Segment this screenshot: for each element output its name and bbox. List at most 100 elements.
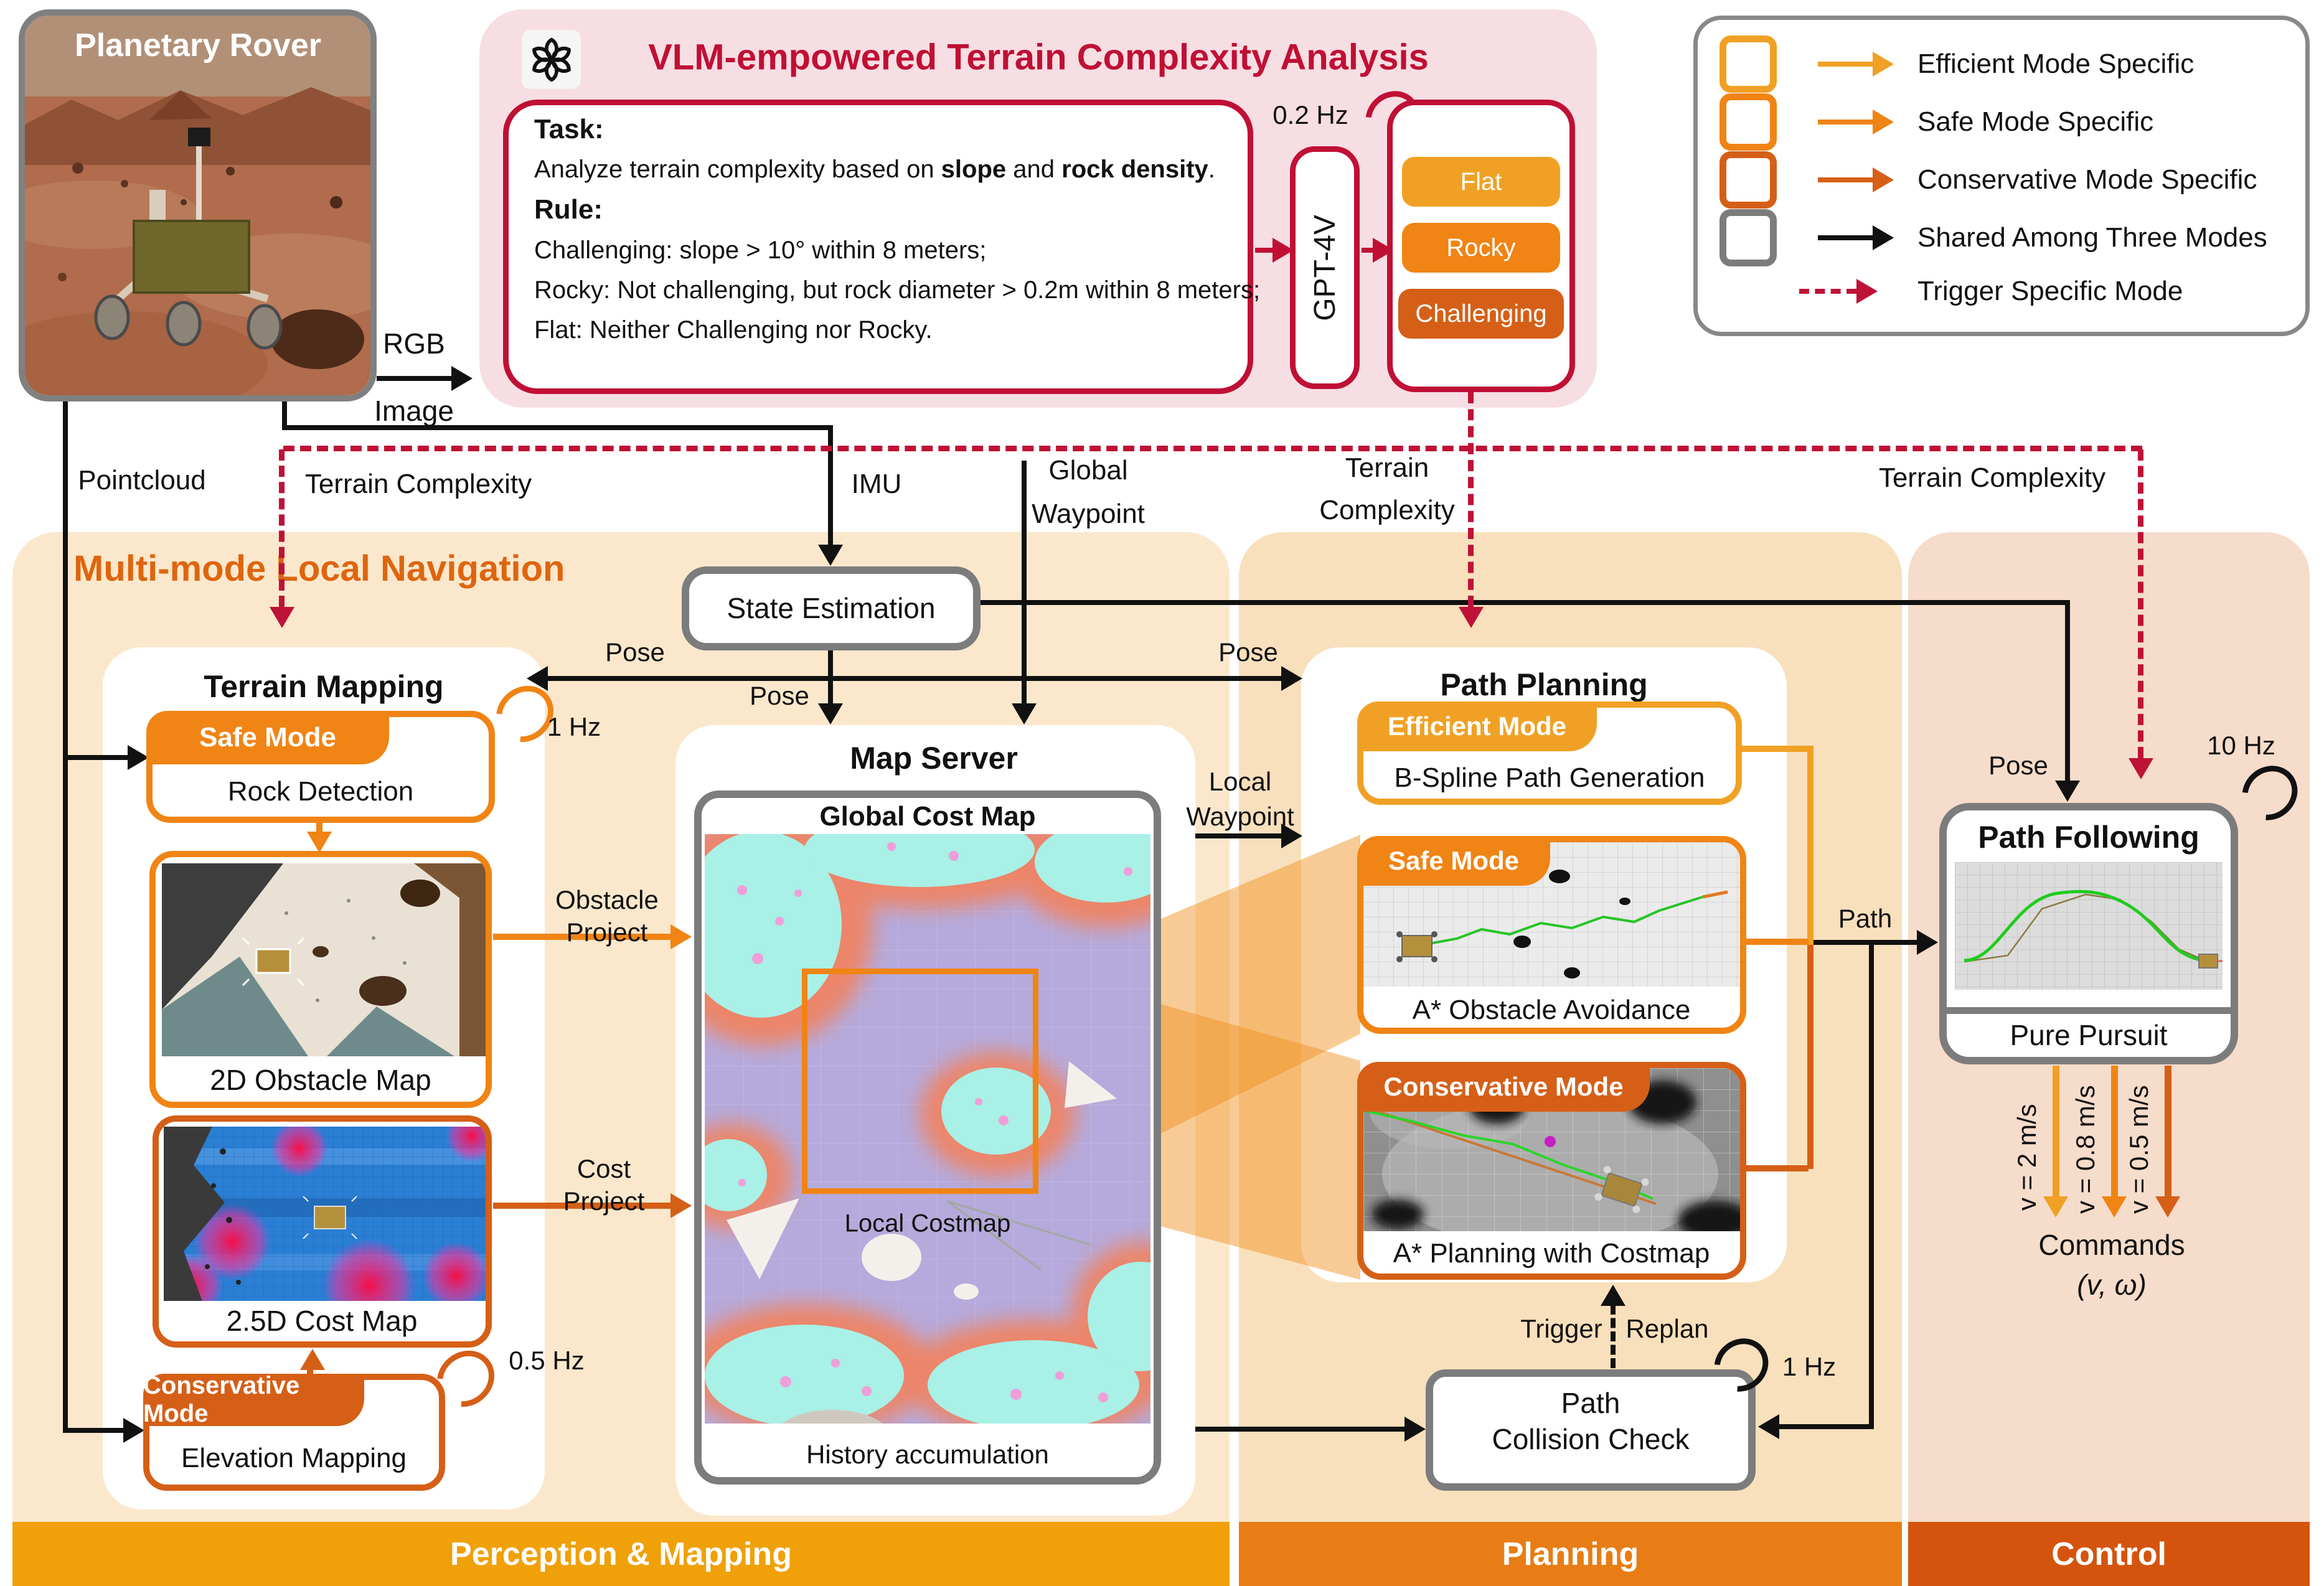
terrain-complexity-dashed-right (2138, 449, 2143, 758)
elevation-to-cost-arrowhead (300, 1349, 325, 1370)
elevation-rate-label: 0.5 Hz (509, 1346, 585, 1375)
pure-pursuit-label: Pure Pursuit (2010, 1019, 2168, 1051)
following-rate-label: 10 Hz (2207, 731, 2275, 760)
map-server-title: Map Server (850, 741, 1018, 776)
velocity-label-efficient: v = 2 m/s (2012, 1104, 2041, 1211)
rock-to-2d-arrowhead (307, 832, 332, 853)
path-label: Path (1838, 904, 1893, 933)
gpt-to-outputs-line (1362, 248, 1374, 253)
legend-swatch-safe (1719, 93, 1777, 151)
trigger-label: Trigger (1520, 1314, 1602, 1343)
safe-mode-label: A* Obstacle Avoidance (1412, 995, 1691, 1025)
legend-label-trigger: Trigger Specific Mode (1917, 276, 2183, 306)
legend-label-shared: Shared Among Three Modes (1917, 222, 2267, 253)
cost-map-module: 2.5D Cost Map (153, 1115, 492, 1348)
rule-challenging: Challenging: slope > 10° within 8 meters… (534, 237, 987, 264)
vlm-task-box (503, 100, 1253, 394)
image-label: Image (374, 395, 454, 427)
legend-arrowhead-conservative (1873, 167, 1894, 192)
local-waypoint-label-2: Waypoint (1186, 802, 1294, 831)
rock-detection-label: Rock Detection (227, 776, 414, 807)
output-chip-challenging: Challenging (1398, 289, 1564, 339)
history-accumulation-label: History accumulation (806, 1440, 1049, 1469)
obstacle-map-image (162, 863, 486, 1056)
terrain-complexity-mid-label-1: Terrain (1345, 453, 1429, 483)
velocity-arrowhead-safe (2102, 1196, 2127, 1218)
rock-rate-label: 1 Hz (547, 712, 601, 741)
gpt4v-box: GPT-4V (1290, 146, 1360, 389)
rock-to-2d-line (316, 823, 322, 833)
path-branch-horizontal-line (1778, 1424, 1874, 1429)
task-to-gpt-line (1255, 248, 1274, 253)
gpt4v-label: GPT-4V (1308, 214, 1342, 321)
rover-title: Planetary Rover (75, 27, 321, 63)
path-following-title: Path Following (1978, 820, 2199, 855)
path-branch-arrowhead (1758, 1414, 1779, 1439)
pose-following-vertical-line (2065, 600, 2070, 781)
legend-label-conservative: Conservative Mode Specific (1917, 164, 2257, 195)
path-collision-check-label-1: Path (1561, 1387, 1621, 1419)
output-chip-flat: Flat (1402, 157, 1560, 207)
collision-rate-label: 1 Hz (1782, 1352, 1837, 1381)
pose-down-label: Pose (750, 681, 809, 710)
openai-icon (522, 30, 581, 89)
legend-arrowhead-shared (1873, 225, 1894, 250)
global-waypoint-label-2: Waypoint (1032, 499, 1145, 529)
elevation-mapping-label: Elevation Mapping (181, 1443, 407, 1473)
elevation-mapping-tab: Conservative Mode (143, 1372, 364, 1427)
velocity-arrowhead-efficient (2043, 1196, 2068, 1218)
rgb-arrow-line (377, 376, 451, 381)
local-costmap-label: Local Costmap (844, 1209, 1011, 1237)
band-control: Control (1908, 1522, 2310, 1586)
legend-swatch-efficient (1719, 35, 1777, 93)
legend-arrowhead-safe (1873, 110, 1894, 134)
state-estimation-label: State Estimation (727, 592, 936, 624)
history-to-collision-arrowhead (1404, 1417, 1426, 1442)
path-line (1814, 940, 1917, 945)
obstacle-project-arrowhead (670, 924, 692, 949)
pose-left-arrowhead (527, 666, 548, 691)
pointcloud-to-rock-arrowhead (128, 745, 149, 770)
legend-label-efficient: Efficient Mode Specific (1917, 49, 2195, 79)
cost-project-label-1: Cost (576, 1154, 631, 1183)
terrain-complexity-right-label: Terrain Complexity (1878, 462, 2106, 493)
pose-horizontal-line (547, 676, 1281, 681)
local-costmap-rect (802, 969, 1038, 1194)
legend-arrow-shared (1818, 235, 1873, 240)
local-waypoint-line (1195, 833, 1282, 838)
mars-terrain-image (25, 16, 370, 395)
obstacle-project-line (493, 934, 670, 940)
pose-down-arrowhead (818, 703, 843, 725)
velocity-arrow-efficient (2053, 1066, 2059, 1196)
cost-map-label: 2.5D Cost Map (226, 1305, 418, 1337)
safe-mode-tab: Safe Mode (1357, 836, 1550, 886)
rgb-label: RGB (383, 327, 445, 360)
output-chip-rocky: Rocky (1402, 223, 1560, 273)
task-sentence: Analyze terrain complexity based on slop… (534, 156, 1215, 183)
replan-label: Replan (1625, 1314, 1709, 1343)
legend-box (1693, 16, 2310, 336)
pointcloud-line (63, 401, 68, 1433)
pose-planning-label: Pose (1218, 637, 1278, 667)
path-planning-title: Path Planning (1440, 667, 1648, 702)
velocity-arrow-conservative (2165, 1066, 2171, 1196)
conservative-mode-tab: Conservative Mode (1357, 1062, 1650, 1112)
rule-rocky: Rocky: Not challenging, but rock diamete… (534, 276, 1261, 304)
commands-label: Commands (2038, 1229, 2185, 1261)
terrain-complexity-left-arrowhead (270, 607, 294, 628)
obstacle-project-label-1: Obstacle (555, 885, 659, 914)
legend-arrowhead-efficient (1873, 52, 1894, 77)
legend-label-safe: Safe Mode Specific (1917, 106, 2154, 137)
global-cost-map-image (705, 834, 1150, 1424)
obstacle-project-label-2: Project (566, 917, 648, 947)
rgb-arrowhead (451, 366, 473, 391)
terrain-mapping-title: Terrain Mapping (204, 669, 444, 704)
legend-swatch-shared (1719, 209, 1777, 266)
rule-flat: Flat: Neither Challenging nor Rocky. (534, 316, 933, 344)
efficient-output-vertical (1807, 746, 1814, 945)
path-following-image (1955, 862, 2223, 990)
band-label: Perception & Mapping (450, 1536, 792, 1572)
trigger-replan-dashed-line (1611, 1305, 1616, 1368)
legend-arrow-conservative (1818, 177, 1873, 182)
